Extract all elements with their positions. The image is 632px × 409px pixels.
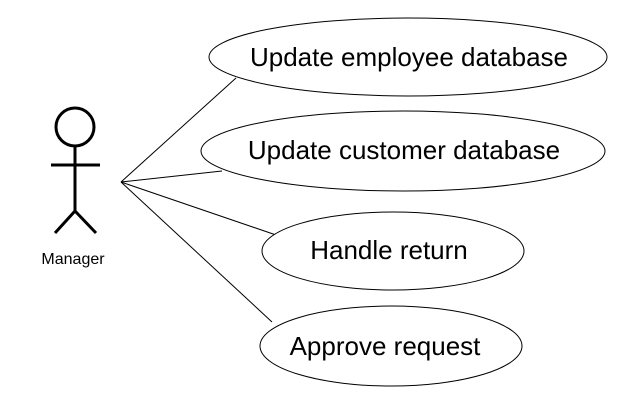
use-case-label: Update employee database (250, 42, 568, 72)
associations (120, 77, 280, 323)
use-case-label: Approve request (290, 331, 482, 361)
actor-head (54, 106, 96, 148)
use-case-update-customer-database: Update customer database (200, 110, 606, 192)
actor-right-leg (73, 209, 98, 235)
use-case-update-employee-database: Update employee database (208, 17, 608, 97)
use-case-ellipse (261, 211, 525, 291)
use-case-label: Handle return (310, 235, 468, 265)
association-line-approve-request (120, 181, 273, 323)
actor-manager: Manager (41, 106, 105, 268)
actor-label: Manager (41, 251, 105, 268)
association-line-update-employee-database (120, 77, 237, 183)
use-case-handle-return: Handle return (261, 211, 525, 291)
use-case-ellipse (259, 305, 523, 387)
use-case-approve-request: Approve request (259, 305, 523, 387)
actor-left-leg (53, 209, 77, 235)
association-line-update-customer-database (120, 170, 223, 183)
use-case-ellipse (200, 110, 606, 192)
association-line-handle-return (120, 181, 280, 237)
use-case-label: Update customer database (248, 135, 560, 165)
use-case-ellipse (208, 17, 608, 97)
